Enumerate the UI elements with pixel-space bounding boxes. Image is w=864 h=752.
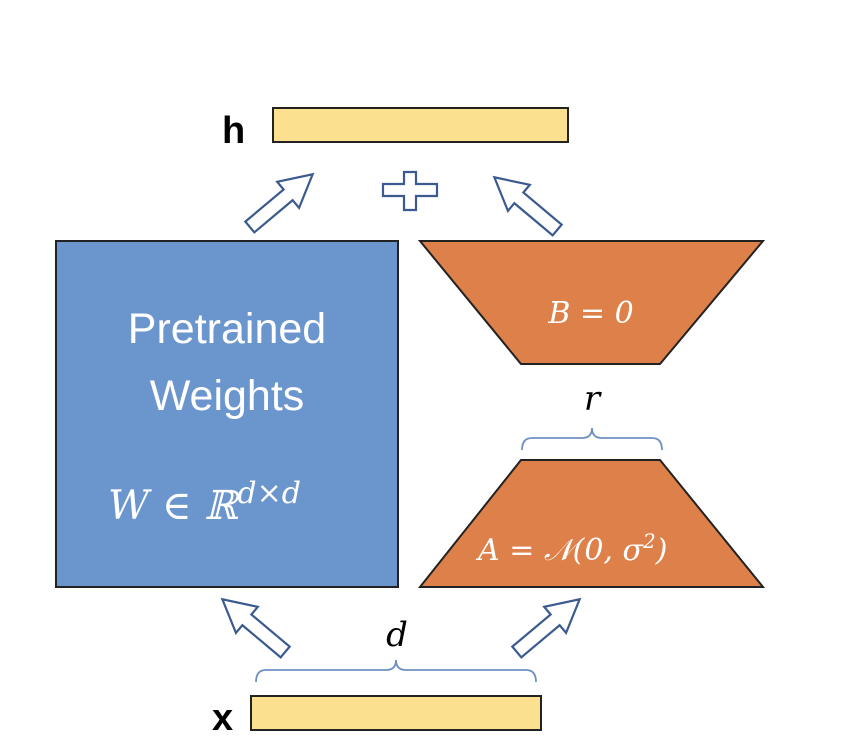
a-formula: A = 𝒩(0, σ2) [475,529,667,568]
r-label: r [584,379,602,419]
d-label: d [386,615,408,655]
weights-label: Weights [150,372,305,420]
w-formula-exponent: d×d [237,476,301,511]
curly-brace-icon [521,427,663,451]
a-formula-close: ) [655,533,668,568]
a-formula-base: A = 𝒩(0, σ [475,533,644,568]
a-matrix-block [417,459,766,588]
pretrained-weights-block [55,240,399,588]
outlined-arrow-icon [220,597,292,659]
w-formula: W ∈ ℝd×d [108,476,301,529]
x-label: x [212,697,233,739]
w-formula-base: W ∈ ℝ [108,483,240,529]
outlined-arrow-icon [510,597,582,659]
outlined-arrow-icon [243,172,315,234]
curly-brace-icon [255,659,537,683]
pretrained-label: Pretrained [128,305,326,353]
outlined-arrow-icon [492,175,564,237]
x-vector [250,695,542,731]
a-formula-exponent: 2 [642,529,656,553]
h-label: h [222,110,245,152]
h-vector [272,107,569,143]
b-matrix-block [417,240,766,365]
plus-icon [381,170,439,212]
b-formula: B = 0 [547,296,633,331]
